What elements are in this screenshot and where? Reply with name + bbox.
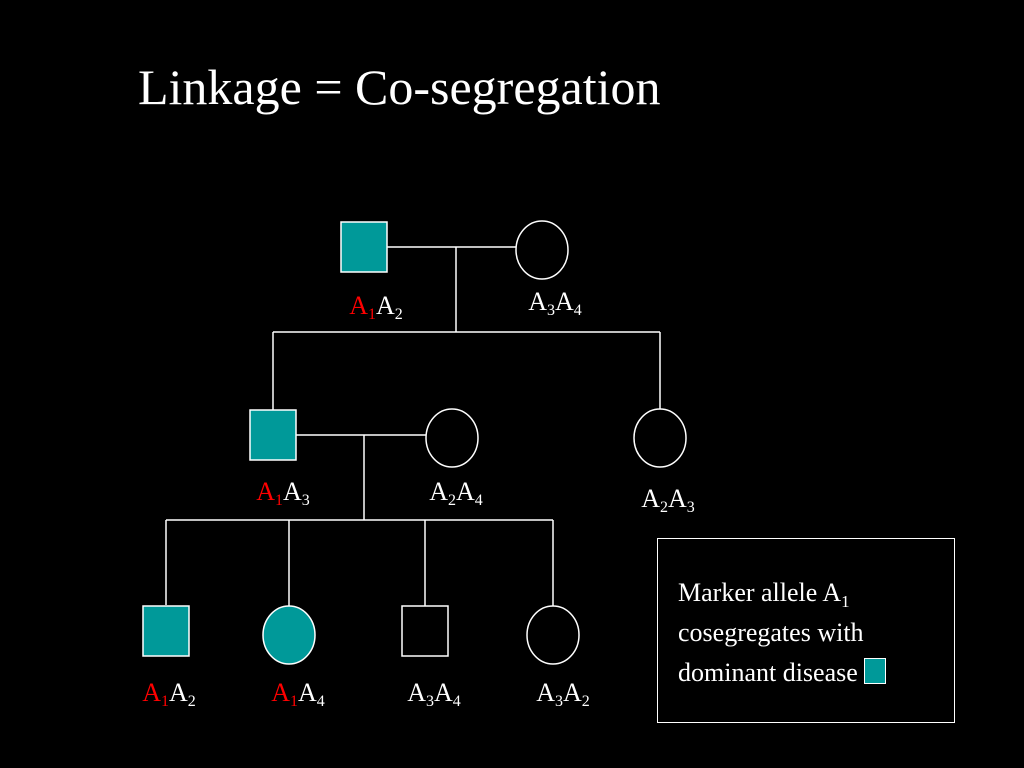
allele-letter: A <box>376 291 395 320</box>
affected-swatch-icon <box>863 658 886 684</box>
allele-subscript: 2 <box>188 693 196 710</box>
legend-line-3: dominant disease <box>678 653 886 693</box>
legend-text: Marker allele A1 cosegregates with domin… <box>678 573 886 693</box>
allele-subscript: 2 <box>660 499 668 516</box>
slide-title: Linkage = Co-segregation <box>138 59 661 115</box>
allele-letter: A <box>641 484 660 513</box>
allele-letter: A <box>271 678 290 707</box>
allele-subscript: 3 <box>547 302 555 319</box>
allele-letter: A <box>407 678 426 707</box>
individual-ii-1-square <box>249 409 297 461</box>
allele-letter: A <box>555 287 574 316</box>
individual-iii-1-square <box>142 605 190 657</box>
genotype-label-iii-2: A1​A4​ <box>271 678 325 710</box>
allele-subscript: 2 <box>582 693 590 710</box>
allele-subscript: 2 <box>448 492 456 509</box>
individual-ii-2-circle <box>425 408 479 468</box>
genotype-label-iii-3: A3​A4​ <box>407 678 461 710</box>
allele-subscript: 3 <box>687 499 695 516</box>
genotype-label-i-2: A3​A4​ <box>528 287 582 319</box>
allele-letter: A <box>142 678 161 707</box>
genotype-label-i-1: A1​A2​ <box>349 291 403 323</box>
allele-subscript: 4 <box>574 302 582 319</box>
individual-iii-4-circle <box>526 605 580 665</box>
allele-letter: A <box>256 477 275 506</box>
allele-subscript: 3 <box>426 693 434 710</box>
allele-letter: A <box>349 291 368 320</box>
legend-line-1: Marker allele A1 <box>678 578 850 611</box>
legend-line-2: cosegregates with <box>678 618 864 647</box>
individual-iii-3-square <box>401 605 449 657</box>
allele-letter: A <box>429 477 448 506</box>
individual-i-2-circle <box>515 220 569 280</box>
genotype-label-ii-1: A1​A3​ <box>256 477 310 509</box>
allele-letter: A <box>563 678 582 707</box>
allele-letter: A <box>169 678 188 707</box>
allele-letter: A <box>668 484 687 513</box>
allele-subscript: 1 <box>368 306 376 323</box>
allele-subscript: 4 <box>453 693 461 710</box>
allele-letter: A <box>283 477 302 506</box>
genotype-label-ii-3: A2​A3​ <box>641 484 695 516</box>
individual-ii-3-circle <box>633 408 687 468</box>
pedigree-lines <box>165 246 661 606</box>
individual-iii-2-circle <box>262 605 316 665</box>
allele-subscript: 1 <box>290 693 298 710</box>
allele-subscript: 1 <box>161 693 169 710</box>
allele-letter: A <box>528 287 547 316</box>
genotype-label-iii-1: A1​A2​ <box>142 678 196 710</box>
allele-subscript: 4 <box>317 693 325 710</box>
genotype-label-ii-2: A2​A4​ <box>429 477 483 509</box>
legend-box: Marker allele A1 cosegregates with domin… <box>657 538 955 723</box>
allele-subscript: 2 <box>395 306 403 323</box>
genotype-label-iii-4: A3​A2​ <box>536 678 590 710</box>
allele-subscript: 3 <box>302 492 310 509</box>
allele-letter: A <box>298 678 317 707</box>
individual-i-1-square <box>340 221 388 273</box>
allele-subscript: 4 <box>475 492 483 509</box>
allele-letter: A <box>536 678 555 707</box>
allele-subscript: 1 <box>275 492 283 509</box>
allele-letter: A <box>434 678 453 707</box>
allele-subscript: 3 <box>555 693 563 710</box>
allele-letter: A <box>456 477 475 506</box>
